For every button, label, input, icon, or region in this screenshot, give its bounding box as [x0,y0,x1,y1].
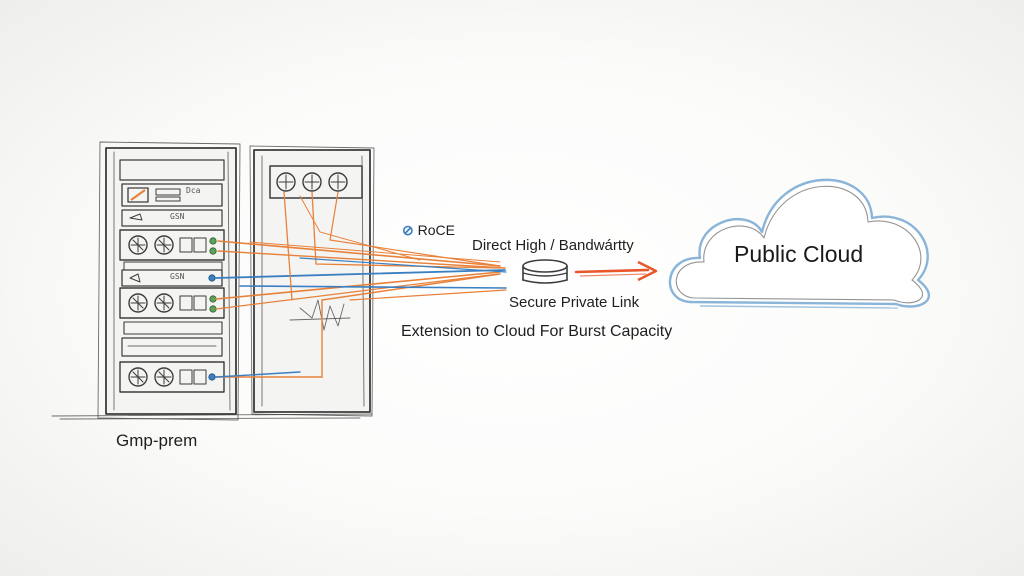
ground-line [51,413,373,420]
fan-icon [328,172,348,192]
roce-label-group: ⊘ RoCE [402,222,455,239]
fan-icon [154,235,174,255]
fan-icon [154,293,174,313]
fan-icon [154,367,174,387]
cloud-icon [668,178,931,309]
fan-icon [276,172,296,192]
rack-unit-3 [121,209,223,227]
roce-label: RoCE [417,222,455,238]
rack-tag-3: GSN [170,272,185,281]
fan-icon [128,293,148,313]
rack-unit-1 [119,159,225,181]
onprem-label: Gmp-prem [116,431,198,450]
link-icon: ⊘ [402,222,414,238]
secure-link-label: Secure Private Link [509,294,640,311]
fan-icon [128,367,148,387]
direct-bandwidth-label: Direct High / Bandwártty [472,237,634,254]
rack-unit-4 [119,229,225,261]
rack-unit-2 [121,183,223,207]
rack-unit-7 [119,287,225,319]
network-links [215,191,507,378]
arrow-right-icon [574,260,658,282]
rack-unit-9 [121,337,223,357]
fan-icon [302,172,322,192]
rack-tag-1: Dca [186,186,201,195]
extension-label: Extension to Cloud For Burst Capacity [401,323,673,340]
cloud-label: Public Cloud [734,241,864,267]
router-icon [522,259,568,284]
network-cabinet-icon [249,145,375,417]
rack-unit-8 [123,321,223,335]
fan-icon [128,235,148,255]
server-rack-icon [97,141,241,421]
patch-panel [269,165,363,199]
rack-tag-2: GSN [170,212,185,221]
